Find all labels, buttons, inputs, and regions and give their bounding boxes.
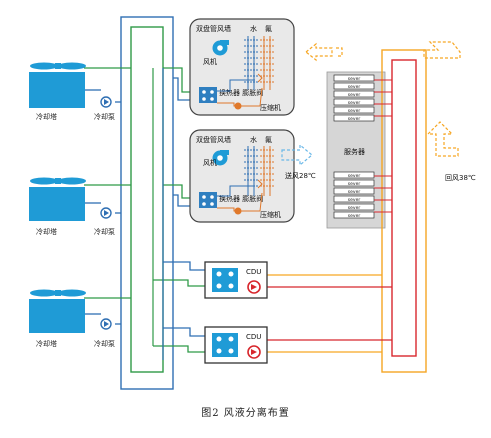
server-group-top: sever sever sever sever sever sever [333,74,375,122]
fluorine-label-1: 氟 [265,24,272,33]
loop-ladder [152,68,164,360]
exchanger-valve-label-2: 换热器 膨胀阀 [219,194,263,203]
compressor-label-1: 压缩机 [260,103,281,112]
cooling-tower-3 [29,289,101,333]
server-slot-label: sever [348,197,361,203]
cdu-pump-icon [247,345,261,359]
server-slot-label: sever [348,116,361,122]
server-slot-label: sever [348,76,361,82]
server-slot [333,98,375,106]
fan-label-2: 风机 [203,158,217,167]
server-slot [333,171,375,179]
supply-air-label: 送风28℃ [285,171,316,180]
main-blue-loop [120,16,174,390]
server-slot [333,114,375,122]
server-slot-label: sever [348,108,361,114]
coil-icon [244,36,274,90]
cdu-branch-pipes-2 [153,327,392,353]
cdu-branch-pipes-1 [153,261,392,288]
cooling-pump-3 [100,318,112,330]
cooling-connections [84,67,131,325]
server-slot [333,106,375,114]
cdu-label-2: CDU [246,333,261,341]
cooling-pump-2 [100,207,112,219]
return-air-arrow-right [426,121,459,157]
heat-exchanger-icon [199,87,217,103]
cooling-tower-label-1: 冷却塔 [36,112,57,121]
server-slot [333,203,375,211]
server-slot-label: sever [348,92,361,98]
fan-label-1: 风机 [203,57,217,66]
server-slot-label: sever [348,213,361,219]
figure-caption: 图2 风液分离布置 [201,408,290,419]
server-group-bottom: sever sever sever sever sever sever [333,171,375,219]
compressor-icon [234,102,242,110]
liquid-loop-rack [381,49,427,373]
water-label-2: 水 [250,135,257,144]
server-slot-label: sever [348,205,361,211]
wall-unit-title-1: 双盘管风墙 [196,24,231,33]
coil-icon [244,146,274,196]
server-slot-label: sever [348,84,361,90]
server-slot [333,211,375,219]
return-air-arrow-left [305,42,343,62]
cooling-pump-label-3: 冷却泵 [94,339,115,348]
heat-exchanger-icon [199,192,217,208]
server-slot-label: sever [348,100,361,106]
server-slot [333,179,375,187]
server-slot-label: sever [348,181,361,187]
water-label-1: 水 [250,24,257,33]
fan-icon [212,150,229,166]
cdu-unit-1: CDU [204,261,268,299]
server-slot [333,195,375,203]
wall-unit-2: 双盘管风墙 水 氟 风机 换热器 膨胀阀 压缩机 [189,129,295,223]
cooling-tower-1 [29,62,101,108]
return-air-label: 回风38℃ [445,174,476,182]
fluorine-label-2: 氟 [265,135,272,144]
compressor-label-2: 压缩机 [260,210,281,219]
fan-icon [212,40,229,56]
cooling-pump-label-1: 冷却泵 [94,112,115,121]
return-air-arrow-top-right [423,41,461,59]
compressor-icon [234,207,242,215]
cdu-unit-2: CDU [204,326,268,364]
cooling-tower-label-2: 冷却塔 [36,227,57,236]
cooling-tower-label-3: 冷却塔 [36,339,57,348]
wall-unit-1: 双盘管风墙 水 氟 风机 换热器 膨胀阀 压缩机 [189,18,295,116]
cdu-pump-icon [247,280,261,294]
cooling-pump-1 [100,96,112,108]
main-green-loop [130,26,164,373]
cdu-label-1: CDU [246,268,261,276]
server-slot [333,187,375,195]
server-slot-label: sever [348,189,361,195]
server-slot [333,90,375,98]
rack-title: 服务器 [344,147,365,156]
server-slot-label: sever [348,173,361,179]
cooling-tower-2 [29,177,101,221]
rack-stub-lines [374,79,392,213]
wall-unit-title-2: 双盘管风墙 [196,135,231,144]
server-slot [333,74,375,82]
server-slot [333,82,375,90]
exchanger-valve-label-1: 换热器 膨胀阀 [219,88,263,97]
cooling-pump-label-2: 冷却泵 [94,227,115,236]
supply-air-arrow [281,143,313,167]
